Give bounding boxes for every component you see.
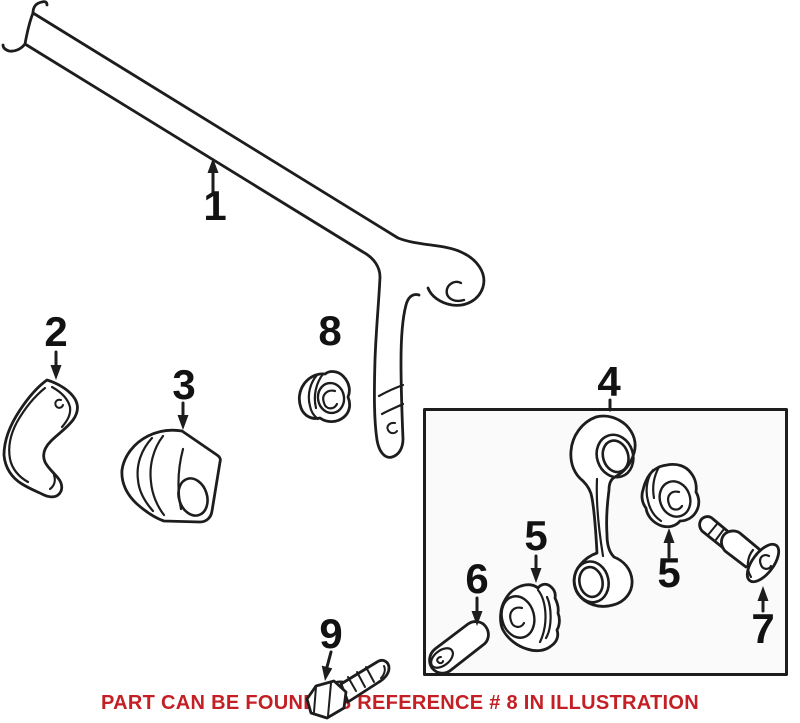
arrow-5-lower (530, 554, 542, 583)
arrow-3 (177, 401, 189, 430)
arrow-6 (471, 596, 483, 626)
part-link-bushing-lower (499, 582, 561, 653)
callout-3: 3 (172, 361, 196, 408)
hole-mark (667, 490, 684, 511)
arrow-5-upper (663, 528, 675, 559)
part-link-assembly (569, 414, 637, 608)
hole-mark (509, 606, 526, 628)
callout-9: 9 (319, 610, 343, 657)
part-clamp-bracket (2, 378, 79, 499)
callout-1: 1 (203, 182, 227, 229)
hole-mark (54, 398, 64, 409)
callout-arrows (50, 158, 769, 681)
part-grommet (297, 370, 352, 424)
callout-7: 7 (751, 605, 775, 652)
hole-mark (436, 656, 444, 665)
part-stabilizer-bar (1, 0, 486, 459)
part-spacer-sleeve (428, 620, 490, 675)
arrow-1 (207, 158, 219, 195)
hole-mark (386, 421, 398, 435)
part-link-bushing-upper (640, 463, 701, 529)
arrow-7 (757, 586, 769, 613)
caption: PART CAN BE FOUND AS REFERENCE # 8 IN IL… (101, 692, 699, 714)
arrow-9 (321, 650, 333, 681)
part-mount-bolt (305, 659, 391, 720)
callout-6: 6 (465, 555, 489, 602)
hole-mark (322, 389, 339, 410)
callout-2: 2 (44, 308, 68, 355)
part-stabilizer-bushing (120, 428, 222, 524)
callout-8: 8 (318, 307, 342, 354)
arrow-2 (50, 350, 62, 380)
hole-mark (759, 554, 773, 570)
callout-5-upper: 5 (657, 549, 681, 596)
callout-5-lower: 5 (524, 512, 548, 559)
callout-4: 4 (597, 358, 621, 405)
bushing-bore (177, 477, 209, 517)
part-link-pin-bolt (698, 515, 781, 584)
